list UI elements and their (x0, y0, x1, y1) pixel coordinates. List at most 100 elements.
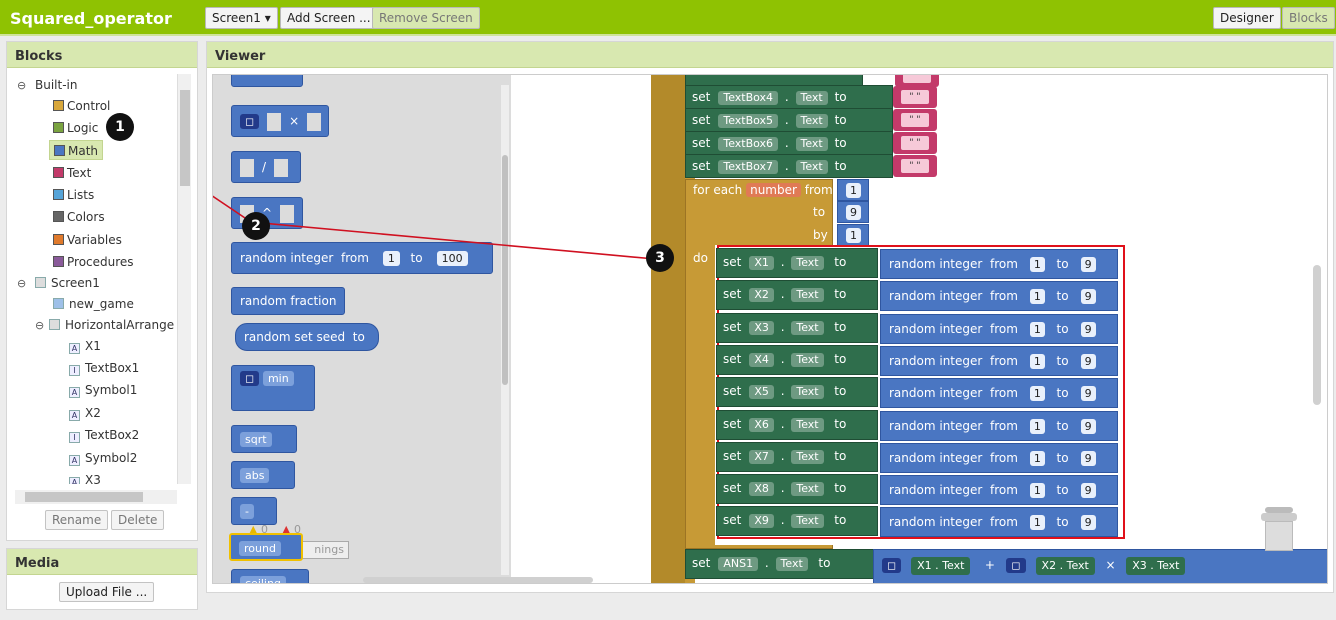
empty-text-block[interactable]: " " (893, 86, 937, 108)
loop-variable[interactable]: number (746, 183, 801, 197)
collapse-icon[interactable]: ⊖ (17, 79, 27, 92)
collapse-icon[interactable]: ⊖ (35, 319, 45, 332)
multiply-block[interactable]: ◻× (231, 105, 329, 137)
label-icon: A (69, 410, 80, 421)
annotation-badge-1: 1 (106, 113, 134, 141)
abs-block[interactable]: abs (231, 461, 295, 489)
warning-icon: ▲ (249, 523, 258, 536)
annotation-lines (213, 195, 656, 260)
empty-text-block[interactable]: " " (893, 155, 937, 177)
category-colors[interactable]: Colors (53, 207, 105, 227)
screen-label[interactable]: Screen1 (51, 276, 100, 290)
label-icon: A (69, 455, 80, 466)
sqrt-block[interactable]: sqrt (231, 425, 297, 453)
remove-screen-button[interactable]: Remove Screen (372, 7, 480, 29)
math-block-partial[interactable] (231, 75, 303, 87)
trash-can-icon[interactable] (1259, 507, 1299, 551)
label-icon: A (69, 387, 80, 398)
colors-color-icon (53, 211, 64, 222)
upload-file-button[interactable]: Upload File ... (59, 582, 155, 602)
from-number-block[interactable]: 1 (837, 179, 869, 201)
media-panel-title: Media (7, 549, 197, 575)
event-handler-frame[interactable] (651, 75, 685, 583)
to-number-block[interactable]: 9 (837, 201, 869, 223)
by-number-block[interactable]: 1 (837, 224, 869, 246)
blocks-tree: ⊖Built-in Control Logic Math Text Lists … (15, 74, 175, 484)
negate-block[interactable]: - (231, 497, 277, 525)
rename-button[interactable]: Rename (45, 510, 109, 530)
designer-button[interactable]: Designer (1213, 7, 1281, 29)
round-block[interactable]: round (229, 533, 303, 561)
empty-text-block[interactable]: " " (893, 132, 937, 154)
text-color-icon (53, 167, 64, 178)
category-math[interactable]: Math (49, 140, 104, 160)
textbox-icon: I (69, 432, 80, 443)
tree-horizontal-scrollbar[interactable] (15, 490, 177, 504)
random-fraction-block[interactable]: random fraction (231, 287, 345, 315)
logic-color-icon (53, 122, 64, 133)
category-lists[interactable]: Lists (53, 185, 94, 205)
component-new-game[interactable]: new_game (53, 294, 134, 314)
category-logic[interactable]: Logic (53, 118, 98, 138)
top-bar: Squared_operator Screen1 ▾ Add Screen ..… (0, 0, 1336, 36)
workspace-horizontal-scrollbar[interactable] (363, 577, 593, 583)
do-label: do (693, 251, 708, 265)
tree-vertical-scrollbar[interactable] (177, 74, 191, 484)
to-label: to (813, 205, 826, 219)
builtin-label[interactable]: Built-in (35, 78, 78, 92)
delete-button[interactable]: Delete (111, 510, 165, 530)
ceiling-block[interactable]: ceiling (231, 569, 309, 583)
divide-block[interactable]: / (231, 151, 301, 183)
category-variables[interactable]: Variables (53, 230, 122, 250)
warning-indicator[interactable]: ▲ 0 ▲ 0 (249, 523, 301, 536)
workspace-vertical-scrollbar[interactable] (1313, 265, 1321, 405)
screen-select[interactable]: Screen1 ▾ (205, 7, 278, 29)
math-expression-block[interactable]: ◻X1 . Text + ◻X2 . Text × X3 . Text (873, 549, 1327, 583)
random-set-seed-block[interactable]: random set seed to (235, 323, 379, 351)
empty-text-block[interactable]: " " (893, 109, 937, 131)
empty-text-block[interactable] (895, 75, 939, 87)
blocks-button[interactable]: Blocks (1282, 7, 1335, 29)
collapse-icon[interactable]: ⊖ (17, 277, 27, 290)
viewer-title: Viewer (207, 42, 1333, 68)
category-text[interactable]: Text (53, 163, 91, 183)
blocks-panel-title: Blocks (7, 42, 197, 68)
flyout-scrollbar[interactable] (501, 85, 509, 575)
category-control[interactable]: Control (53, 96, 110, 116)
category-procedures[interactable]: Procedures (53, 252, 134, 272)
component-horizontal-arrangement[interactable]: ⊖HorizontalArrangem (35, 315, 175, 335)
min-block[interactable]: ◻ min (231, 365, 315, 411)
annotation-badge-2: 2 (242, 212, 270, 240)
add-screen-button[interactable]: Add Screen ... (280, 7, 378, 29)
